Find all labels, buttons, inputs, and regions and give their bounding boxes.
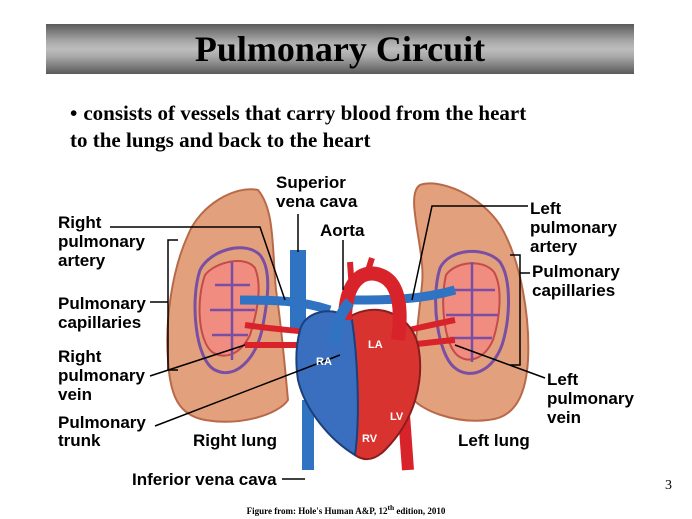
label-pulmonary-capillaries-right-1: Pulmonary bbox=[58, 294, 146, 313]
label-left-pulmonary-vein-1: Left bbox=[547, 370, 579, 389]
source-prefix: Figure from: Hole's Human A&P, 12 bbox=[246, 506, 388, 516]
bullet-line-1: consists of vessels that carry blood fro… bbox=[83, 101, 527, 125]
label-right-pulmonary-artery-3: artery bbox=[58, 251, 106, 270]
label-lv: LV bbox=[390, 411, 404, 423]
label-left-pulmonary-artery-3: artery bbox=[530, 237, 578, 256]
bullet-symbol: • bbox=[70, 101, 78, 125]
label-superior-vena-cava-1: Superior bbox=[276, 173, 346, 192]
left-capillary-network bbox=[434, 249, 510, 375]
source-suffix: edition, 2010 bbox=[394, 506, 446, 516]
label-pulmonary-capillaries-right-2: capillaries bbox=[58, 313, 141, 332]
source-sup: th bbox=[387, 503, 395, 512]
label-left-pulmonary-vein-2: pulmonary bbox=[547, 389, 634, 408]
label-pulmonary-trunk-1: Pulmonary bbox=[58, 413, 146, 432]
bullet-text: •consists of vessels that carry blood fr… bbox=[70, 100, 630, 154]
label-left-pulmonary-vein-3: vein bbox=[547, 408, 581, 427]
title-bar: Pulmonary Circuit bbox=[46, 24, 634, 74]
label-pulmonary-capillaries-left-1: Pulmonary bbox=[532, 262, 620, 281]
label-superior-vena-cava-2: vena cava bbox=[276, 192, 358, 211]
label-left-pulmonary-artery-1: Left bbox=[530, 199, 562, 218]
leader-lines bbox=[110, 205, 546, 480]
label-right-pulmonary-artery-2: pulmonary bbox=[58, 232, 145, 251]
label-pulmonary-capillaries-left-2: capillaries bbox=[532, 281, 615, 300]
label-rv: RV bbox=[362, 433, 378, 445]
label-right-pulmonary-vein-2: pulmonary bbox=[58, 366, 145, 385]
label-la: LA bbox=[368, 339, 383, 351]
slide-title: Pulmonary Circuit bbox=[194, 29, 486, 69]
bullet-line-2: to the lungs and back to the heart bbox=[70, 128, 371, 152]
label-right-pulmonary-vein-3: vein bbox=[58, 385, 92, 404]
label-ra: RA bbox=[316, 356, 332, 368]
label-aorta: Aorta bbox=[320, 221, 365, 240]
right-capillary-network bbox=[193, 246, 270, 375]
label-pulmonary-trunk-2: trunk bbox=[58, 431, 101, 450]
page-number: 3 bbox=[665, 478, 672, 493]
label-right-lung: Right lung bbox=[193, 431, 277, 450]
label-left-lung: Left lung bbox=[458, 431, 530, 450]
aortic-arch bbox=[338, 266, 407, 341]
pulmonary-trunk-vessel bbox=[329, 298, 355, 346]
label-left-pulmonary-artery-2: pulmonary bbox=[530, 218, 617, 237]
label-inferior-vena-cava: Inferior vena cava bbox=[132, 470, 277, 489]
label-right-pulmonary-artery-1: Right bbox=[58, 213, 102, 232]
figure-source: Figure from: Hole's Human A&P, 12th edit… bbox=[0, 503, 692, 516]
aorta-branch bbox=[347, 257, 375, 291]
label-right-pulmonary-vein-1: Right bbox=[58, 347, 102, 366]
right-pulmonary-artery-vessel bbox=[239, 295, 332, 315]
